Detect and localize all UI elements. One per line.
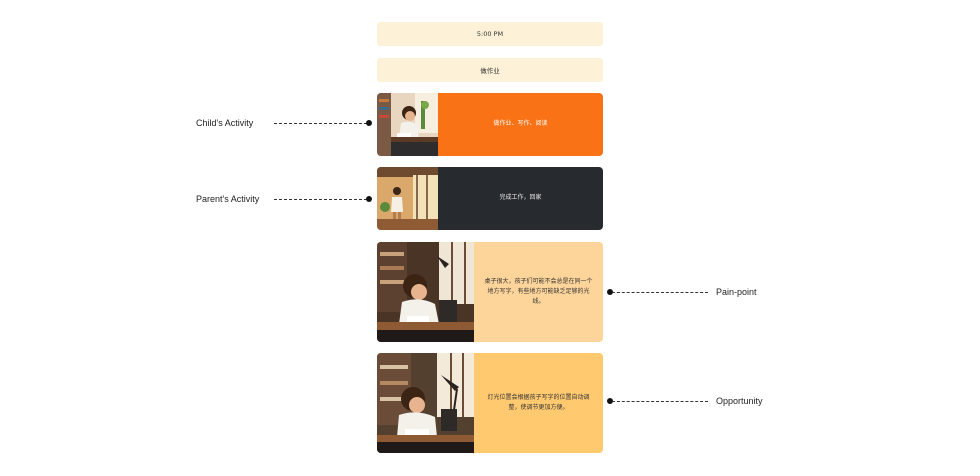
child-with-lamp-illustration-icon — [377, 353, 474, 453]
parent-returning-illustration-icon — [377, 167, 438, 230]
child-activity-label: Child's Activity — [196, 118, 254, 128]
parent-activity-label: Parent's Activity — [196, 194, 260, 204]
child-studying-illustration-icon — [377, 93, 438, 156]
parent-activity-text: 完成工作，回家 — [499, 194, 542, 202]
opportunity-connector — [612, 401, 708, 402]
pain-point-card: 桌子很大，孩子们可能不会总是在同一个地方写字，有些地方可能缺乏足够的光线。 — [377, 242, 603, 342]
time-pill: 5:00 PM — [377, 22, 603, 46]
pain-point-dot — [607, 289, 613, 295]
activity-pill: 做作业 — [377, 58, 603, 82]
opportunity-label: Opportunity — [716, 396, 763, 406]
child-at-desk-illustration-icon — [377, 242, 474, 342]
opportunity-dot — [607, 398, 613, 404]
pain-point-connector — [612, 292, 708, 293]
pain-point-label: Pain-point — [716, 287, 757, 297]
child-activity-text: 做作业、写作、阅读 — [493, 120, 548, 128]
child-activity-connector — [274, 123, 367, 124]
parent-activity-card: 完成工作，回家 — [377, 167, 603, 230]
parent-activity-dot — [366, 196, 372, 202]
activity-text: 做作业 — [480, 67, 500, 75]
time-text: 5:00 PM — [476, 30, 504, 38]
child-activity-dot — [366, 120, 372, 126]
opportunity-card: 灯光位置会根据孩子写字的位置自动调整，使调节更加方便。 — [377, 353, 603, 453]
child-activity-card: 做作业、写作、阅读 — [377, 93, 603, 156]
opportunity-text: 灯光位置会根据孩子写字的位置自动调整，使调节更加方便。 — [487, 393, 590, 411]
parent-activity-connector — [274, 199, 367, 200]
pain-point-text: 桌子很大，孩子们可能不会总是在同一个地方写字，有些地方可能缺乏足够的光线。 — [484, 277, 593, 306]
